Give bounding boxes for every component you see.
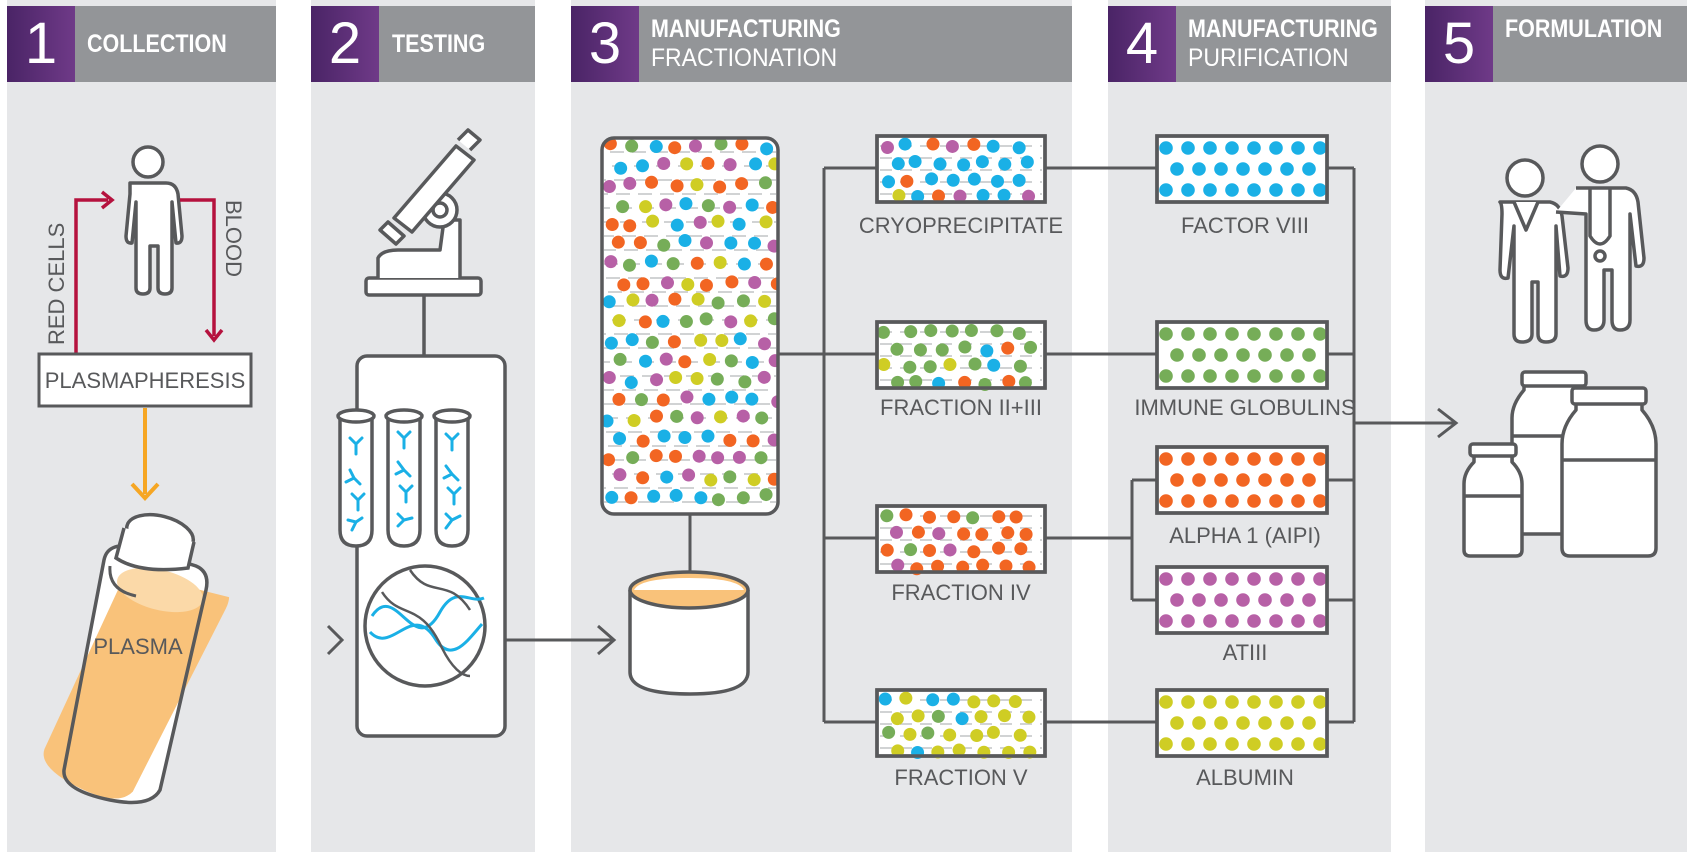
test-tubes-icon (336, 408, 472, 548)
dna-sample-icon (363, 564, 487, 688)
antibody-icons (344, 430, 462, 532)
plasma-bottle-icon (36, 512, 238, 816)
red-cells-arrow (74, 190, 115, 356)
product-box (1155, 134, 1329, 204)
step-title: TESTING (392, 30, 486, 58)
product-label: FACTOR VIII (1181, 213, 1309, 238)
step-header-3: 3 MANUFACTURING FRACTIONATION (571, 6, 1072, 82)
patient-person-icon (1498, 158, 1570, 344)
product-box (1155, 445, 1329, 515)
product-box (1155, 565, 1329, 635)
plasma-arrow (130, 408, 160, 501)
step-header-5: 5 FORMULATION (1425, 6, 1687, 82)
plasmapheresis-box (37, 352, 253, 408)
plasma-pool-container (600, 136, 780, 516)
plasmapheresis-label: PLASMAPHERESIS (45, 368, 246, 393)
step-number: 4 (1108, 6, 1176, 82)
product-label: ALBUMIN (1196, 765, 1294, 790)
step-number: 5 (1425, 6, 1493, 82)
step-header-4: 4 MANUFACTURING PURIFICATION (1108, 6, 1391, 82)
fraction-label: FRACTION II+III (880, 395, 1042, 420)
step-header-1: 1 COLLECTION (7, 6, 276, 82)
fraction-label: CRYOPRECIPITATE (859, 213, 1063, 238)
step-title: COLLECTION (87, 30, 227, 58)
step-title: MANUFACTURING (651, 15, 841, 43)
step-number: 3 (571, 6, 639, 82)
chevron-right-icon (326, 624, 345, 656)
medicine-bottles-icon (1462, 370, 1658, 558)
step-number: 2 (311, 6, 379, 82)
product-label: ALPHA 1 (AIPI) (1169, 523, 1321, 548)
donor-person-icon (124, 145, 184, 296)
fraction-box (875, 134, 1047, 204)
red-cells-label: RED CELLS (44, 223, 69, 345)
fraction-connectors (778, 166, 878, 724)
product-box (1155, 320, 1329, 390)
blood-arrow (180, 198, 224, 343)
fraction-box (875, 688, 1047, 760)
testing-to-manufacturing-arrow (505, 624, 617, 656)
fraction-label: FRACTION V (894, 765, 1028, 790)
product-box (1155, 688, 1329, 758)
fraction-box (875, 504, 1047, 576)
blood-label: BLOOD (221, 200, 246, 277)
fraction-box (875, 320, 1047, 391)
step-title: FORMULATION (1505, 15, 1663, 43)
step-subtitle: FRACTIONATION (651, 44, 838, 72)
step-header-2: 2 TESTING (311, 6, 535, 82)
plasma-label: PLASMA (93, 634, 183, 659)
doctor-person-icon (1555, 144, 1646, 332)
fraction-label: FRACTION IV (891, 580, 1031, 605)
step-title: MANUFACTURING (1188, 15, 1378, 43)
step-number: 1 (7, 6, 75, 82)
fractionation-vat-icon (628, 570, 750, 696)
product-connectors (1044, 166, 1459, 724)
step-subtitle: PURIFICATION (1188, 44, 1349, 72)
product-label: ATIII (1223, 640, 1268, 665)
microscope-icon (364, 128, 483, 356)
product-label: IMMUNE GLOBULINS (1134, 395, 1355, 420)
